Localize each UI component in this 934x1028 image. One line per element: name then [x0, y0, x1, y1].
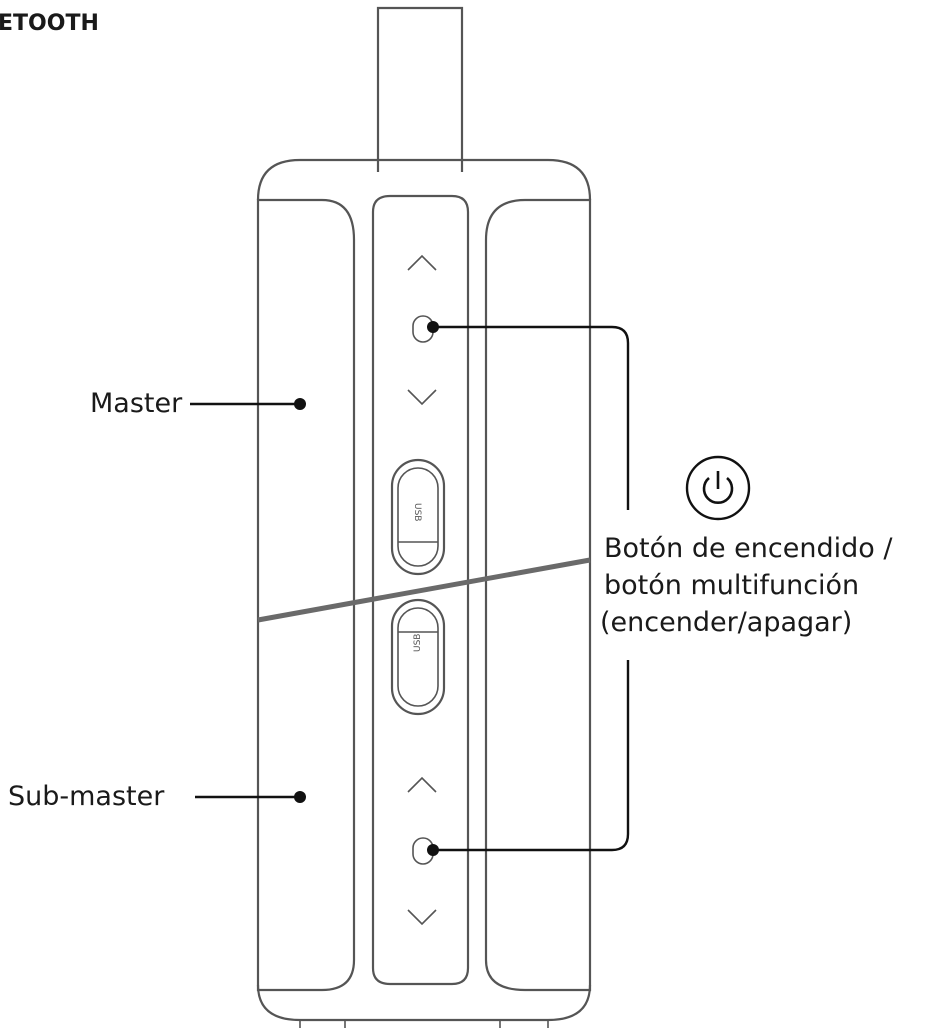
speaker-body	[256, 158, 592, 1028]
power-icon	[685, 455, 751, 521]
master-volume-up-button[interactable]	[407, 254, 437, 271]
usb-port-cover[interactable]: USB	[390, 458, 446, 576]
sub-volume-up-button[interactable]	[407, 776, 437, 793]
sub-master-leader-dot	[294, 791, 306, 803]
chevron-down-icon	[407, 389, 437, 406]
sub-master-label: Sub-master	[8, 781, 165, 812]
control-strip	[371, 194, 470, 986]
sub-volume-down-button[interactable]	[407, 909, 437, 926]
carry-strap	[376, 6, 464, 172]
master-label: Master	[90, 388, 183, 419]
usb-label: USB	[412, 503, 422, 521]
chevron-down-icon	[407, 909, 437, 926]
callout-line-3: (encender/apagar)	[600, 607, 852, 638]
master-volume-down-button[interactable]	[407, 389, 437, 406]
callout-line-2: botón multifunción	[604, 570, 859, 601]
section-heading: ETOOTH	[0, 11, 99, 36]
split-line	[257, 557, 591, 623]
callout-line-1: Botón de encendido /	[604, 533, 893, 564]
chevron-up-icon	[407, 254, 437, 271]
left-panel	[256, 198, 356, 992]
usb-label: USB	[413, 634, 423, 652]
chevron-up-icon	[407, 776, 437, 793]
master-leader-dot	[294, 398, 306, 410]
usb-port-cover[interactable]: USB	[390, 598, 446, 716]
power-callout-bracket	[427, 321, 630, 856]
right-panel	[484, 198, 592, 992]
